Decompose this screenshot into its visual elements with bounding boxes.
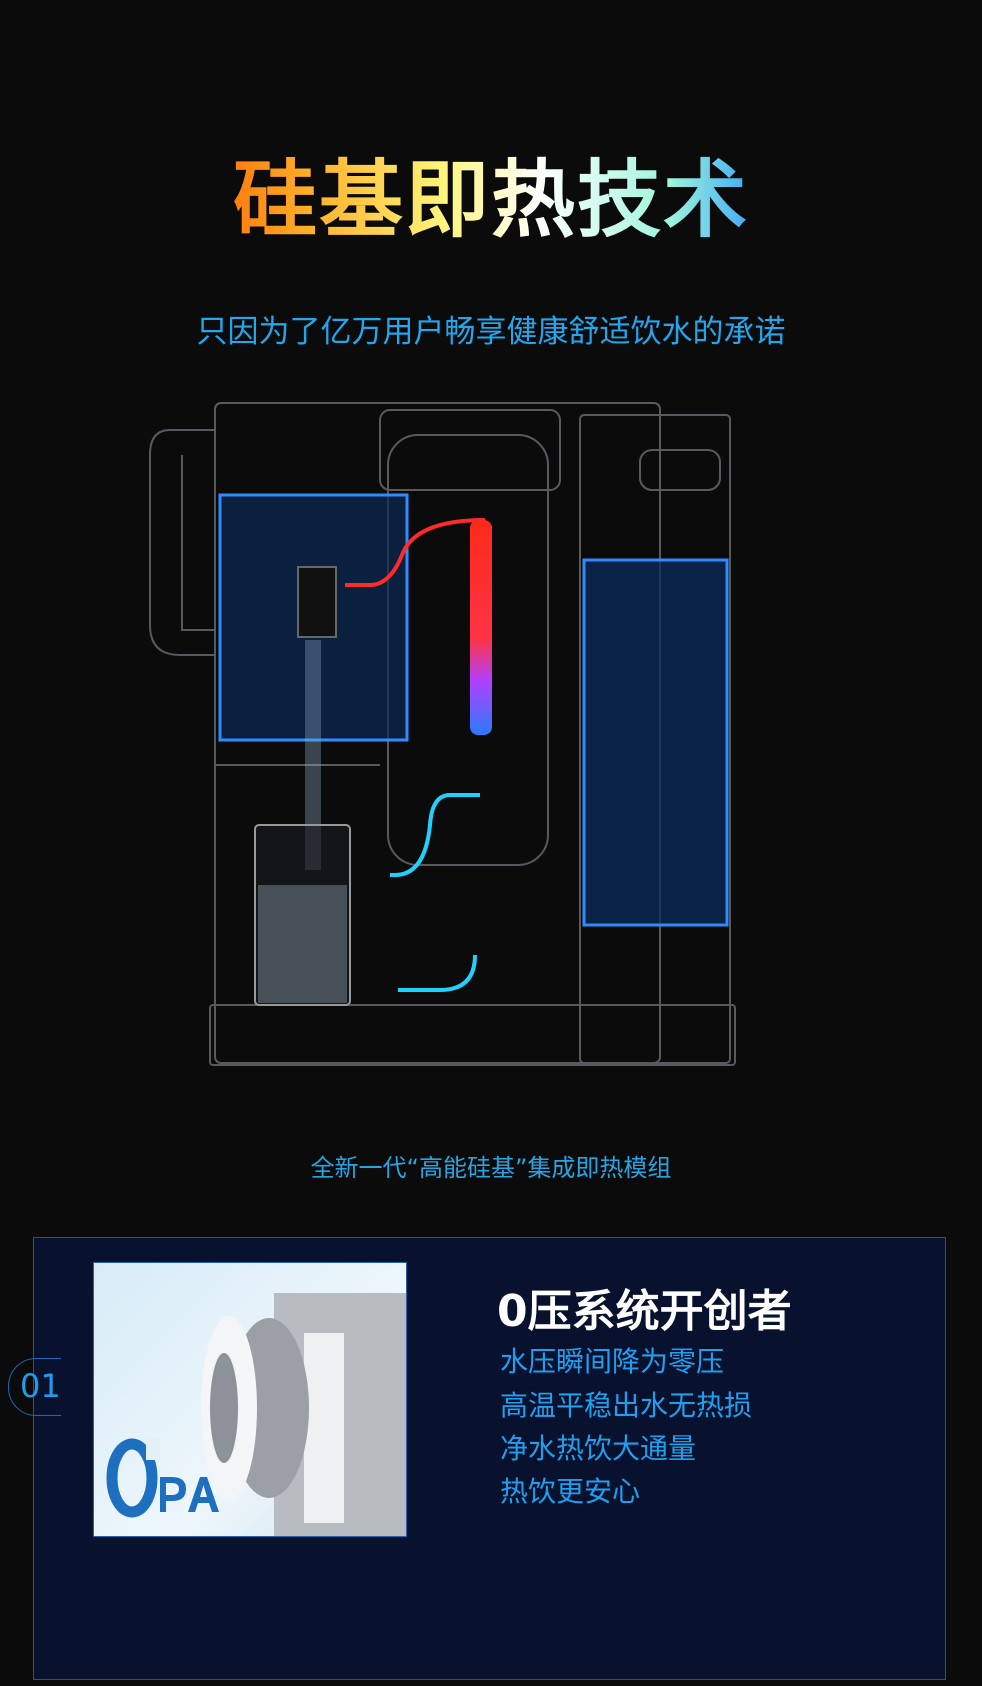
water-in-glass xyxy=(258,885,347,1003)
feature-line: 水压瞬间降为零压 xyxy=(500,1345,725,1378)
caption: 全新一代“高能硅基”集成即热模组 xyxy=(310,1154,672,1182)
feature-line: 热饮更安心 xyxy=(500,1475,641,1508)
cold-water-pipe xyxy=(390,793,480,877)
valve-photo xyxy=(93,1262,407,1537)
hot-water-pipe xyxy=(345,518,486,587)
faucet-valve xyxy=(297,566,337,638)
page-title: 硅基即热技术 xyxy=(0,150,982,250)
water-stream xyxy=(305,640,321,870)
cold-water-pipe-lower xyxy=(398,954,477,992)
feature-line: 高温平稳出水无热损 xyxy=(500,1389,753,1422)
feature-number: 01 xyxy=(20,1367,61,1405)
subtitle: 只因为了亿万用户畅享健康舒适饮水的承诺 xyxy=(196,314,786,350)
water-dispenser-illustration xyxy=(149,402,736,1066)
clean-water-tank xyxy=(582,558,729,927)
feature-heading: 0压系统开创者 xyxy=(497,1286,792,1337)
opa-logo xyxy=(106,1438,219,1518)
feature-line: 净水热饮大通量 xyxy=(500,1432,697,1465)
feature-number-badge xyxy=(8,1358,61,1416)
heating-coil xyxy=(470,520,492,735)
